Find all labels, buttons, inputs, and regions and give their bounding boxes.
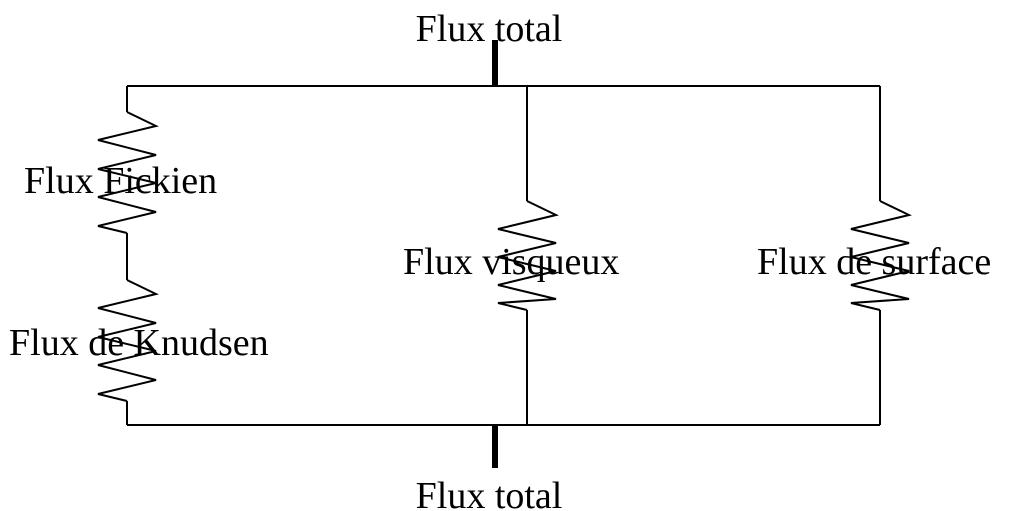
- top-flux-total-label: Flux total: [416, 8, 563, 50]
- knudsen-resistor: [97, 279, 159, 402]
- visqueux-label: Flux visqueux: [403, 241, 619, 283]
- surface-resistor: [850, 200, 912, 311]
- visqueux-resistor: [497, 200, 559, 311]
- fickien-resistor: [97, 111, 159, 234]
- bottom-flux-total-label: Flux total: [416, 475, 563, 511]
- fickien-label: Flux Fickien: [24, 160, 217, 202]
- knudsen-label: Flux de Knudsen: [9, 322, 269, 364]
- surface-label: Flux de surface: [757, 241, 991, 283]
